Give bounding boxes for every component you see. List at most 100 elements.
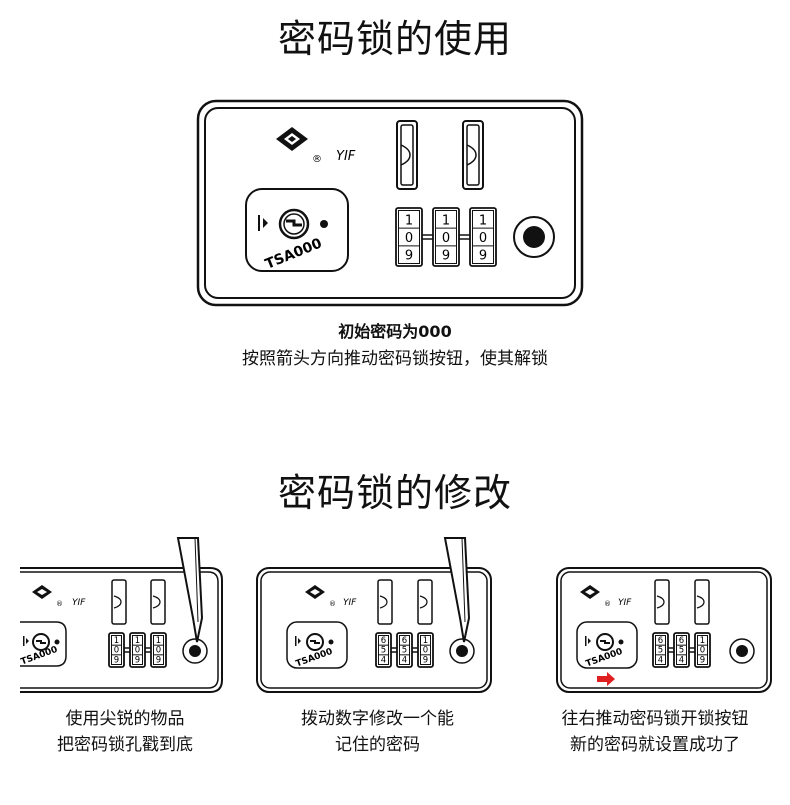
- step-2-caption: 拨动数字修改一个能 记住的密码: [255, 706, 500, 758]
- caption-line: 把密码锁孔戳到底: [57, 735, 193, 755]
- sharp-tool-icon: [443, 537, 471, 643]
- dial-digit: 4: [381, 655, 386, 665]
- dial-digit: 4: [658, 655, 663, 665]
- usage-title: 密码锁的使用: [277, 17, 512, 61]
- step-3-caption: 往右推动密码锁开锁按钮 新的密码就设置成功了: [530, 706, 780, 758]
- dial-digit: 9: [135, 655, 140, 665]
- dial-digit: 4: [679, 655, 684, 665]
- brand-text: YIF: [336, 149, 356, 164]
- dial-digit: 5: [381, 646, 386, 656]
- tsa-key-module: TSA000: [576, 621, 638, 669]
- dial-wheel: 1 0 9: [432, 207, 460, 267]
- dial-digit: 1: [479, 213, 487, 228]
- dial-digit: 6: [402, 636, 407, 646]
- dial-digit: 1: [423, 636, 428, 646]
- brand-logo-icon: [305, 585, 325, 599]
- step-1-caption: 使用尖锐的物品 把密码锁孔戳到底: [20, 706, 230, 758]
- caption-line: 新的密码就设置成功了: [570, 735, 740, 755]
- dial-digit: 5: [658, 646, 663, 656]
- change-title: 密码锁的修改: [277, 471, 512, 515]
- brand-text: YIF: [72, 598, 86, 608]
- dial-wheel: 1 0 9: [395, 207, 423, 267]
- dial-digit: 0: [479, 231, 487, 246]
- dial-digit: 1: [135, 636, 140, 646]
- dial-digit: 9: [405, 249, 413, 264]
- dial-digit: 5: [679, 646, 684, 656]
- initial-code-caption: 初始密码为000: [338, 322, 452, 341]
- dial-digit: 0: [135, 646, 140, 656]
- dial-digit: 0: [423, 646, 428, 656]
- dial-digit: 1: [114, 636, 119, 646]
- brand-logo-icon: [580, 585, 600, 599]
- slider-left: [111, 579, 127, 625]
- dial-wheel: 1 0 9: [469, 207, 497, 267]
- slider-left: [654, 579, 670, 625]
- brand-logo-icon: [32, 585, 52, 599]
- svg-text:®: ®: [329, 600, 336, 608]
- svg-text:®: ®: [604, 600, 611, 608]
- svg-text:®: ®: [56, 600, 63, 608]
- dial-digit: 4: [402, 655, 407, 665]
- dial-digit: 1: [700, 636, 705, 646]
- dial-digit: 9: [479, 249, 487, 264]
- dial-wheel: 654: [396, 632, 413, 668]
- tsa-key-module: TSA000: [286, 621, 348, 669]
- dial-wheel: 654: [652, 632, 669, 668]
- caption-line: 使用尖锐的物品: [65, 709, 185, 729]
- registered-mark: ®: [312, 154, 322, 165]
- dial-digit: 0: [405, 231, 413, 246]
- slider-left: [396, 120, 418, 190]
- dial-wheel: 109: [129, 632, 146, 668]
- caption-line: 记住的密码: [335, 735, 420, 755]
- slider-right: [462, 120, 484, 190]
- dial-digit: 6: [679, 636, 684, 646]
- dial-wheel: 109: [150, 632, 167, 668]
- combination-dials: 1 0 9 1 0 9 1 0 9: [395, 207, 497, 267]
- slider-right: [417, 579, 433, 625]
- dial-digit: 9: [442, 249, 450, 264]
- dial-wheel: 109: [108, 632, 125, 668]
- slider-left: [377, 579, 393, 625]
- dial-digit: 9: [423, 655, 428, 665]
- dial-digit: 6: [658, 636, 663, 646]
- dial-digit: 9: [700, 655, 705, 665]
- slider-right: [694, 579, 710, 625]
- caption-line: 往右推动密码锁开锁按钮: [561, 709, 749, 729]
- dial-wheel: 109: [417, 632, 434, 668]
- slider-right: [150, 579, 166, 625]
- dial-digit: 5: [402, 646, 407, 656]
- main-lock-diagram: ® YIF TSA000 1 0 9 1 0 9 1 0 9: [196, 99, 584, 307]
- dial-wheel: 109: [694, 632, 711, 668]
- usage-caption: 按照箭头方向推动密码锁按钮，使其解锁: [242, 349, 548, 369]
- brand-text: YIF: [343, 598, 357, 608]
- reset-hole: [182, 638, 208, 664]
- dial-digit: 1: [156, 636, 161, 646]
- caption-line: 拨动数字修改一个能: [301, 709, 454, 729]
- tsa-key-module: TSA000: [245, 188, 349, 273]
- reset-hole: [449, 638, 475, 664]
- dial-digit: 0: [442, 231, 450, 246]
- brand-logo-icon: [276, 127, 308, 151]
- dial-wheel: 654: [375, 632, 392, 668]
- dial-digit: 1: [405, 213, 413, 228]
- sharp-tool-icon: [176, 537, 204, 643]
- dial-digit: 0: [156, 646, 161, 656]
- dial-digit: 0: [114, 646, 119, 656]
- dial-digit: 0: [700, 646, 705, 656]
- reset-hole: [513, 216, 555, 258]
- tsa-key-module: TSA000: [20, 621, 67, 667]
- dial-digit: 1: [442, 213, 450, 228]
- reset-hole: [729, 638, 755, 664]
- dial-digit: 9: [114, 655, 119, 665]
- dial-wheel: 654: [673, 632, 690, 668]
- push-right-arrow-icon: [597, 672, 615, 686]
- dial-digit: 6: [381, 636, 386, 646]
- dial-digit: 9: [156, 655, 161, 665]
- brand-text: YIF: [618, 598, 632, 608]
